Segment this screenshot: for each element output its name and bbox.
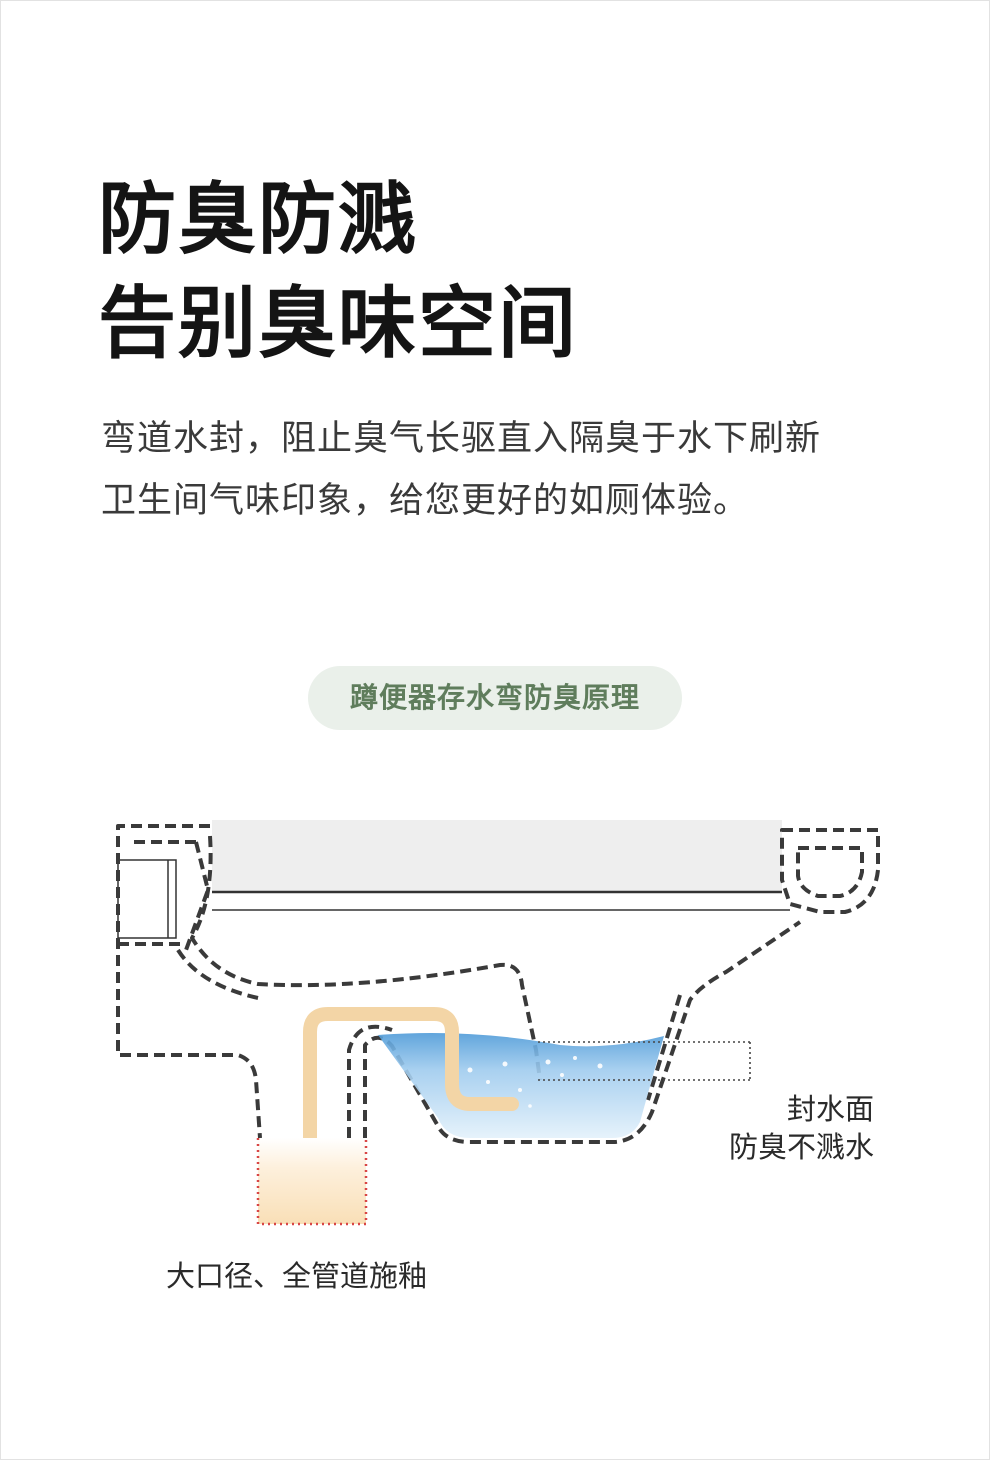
seal-level-guide	[538, 1041, 751, 1081]
toilet-trap-diagram	[116, 820, 880, 1226]
headline-line-1: 防臭防溅	[98, 175, 419, 265]
description: 弯道水封，阻止臭气长驱直入隔臭于水下刷新 卫生间气味印象，给您更好的如厕体验。	[101, 408, 821, 532]
seal-label-line-1: 封水面	[786, 1092, 874, 1126]
toilet-outline	[116, 824, 880, 1144]
seal-label: 封水面 防臭不溅水	[716, 1090, 874, 1166]
water-seal	[378, 1032, 664, 1138]
water-bubbles	[467, 1056, 603, 1108]
pipe-label: 大口径、全管道施釉	[166, 1259, 428, 1293]
description-line-1: 弯道水封，阻止臭气长驱直入隔臭于水下刷新	[101, 419, 822, 459]
outlet-pipe-border	[256, 1138, 368, 1226]
outlet-pipe	[258, 1138, 366, 1224]
description-line-2: 卫生间气味印象，给您更好的如厕体验。	[101, 481, 750, 521]
flow-arrow-path	[303, 1007, 519, 1155]
principle-badge: 蹲便器存水弯防臭原理	[308, 666, 682, 730]
seal-label-line-2: 防臭不溅水	[728, 1130, 874, 1164]
headline-line-2: 告别臭味空间	[98, 279, 579, 369]
rim-surface	[212, 820, 782, 892]
headline: 防臭防溅 告别臭味空间	[98, 168, 578, 376]
left-flush-block	[117, 859, 177, 939]
